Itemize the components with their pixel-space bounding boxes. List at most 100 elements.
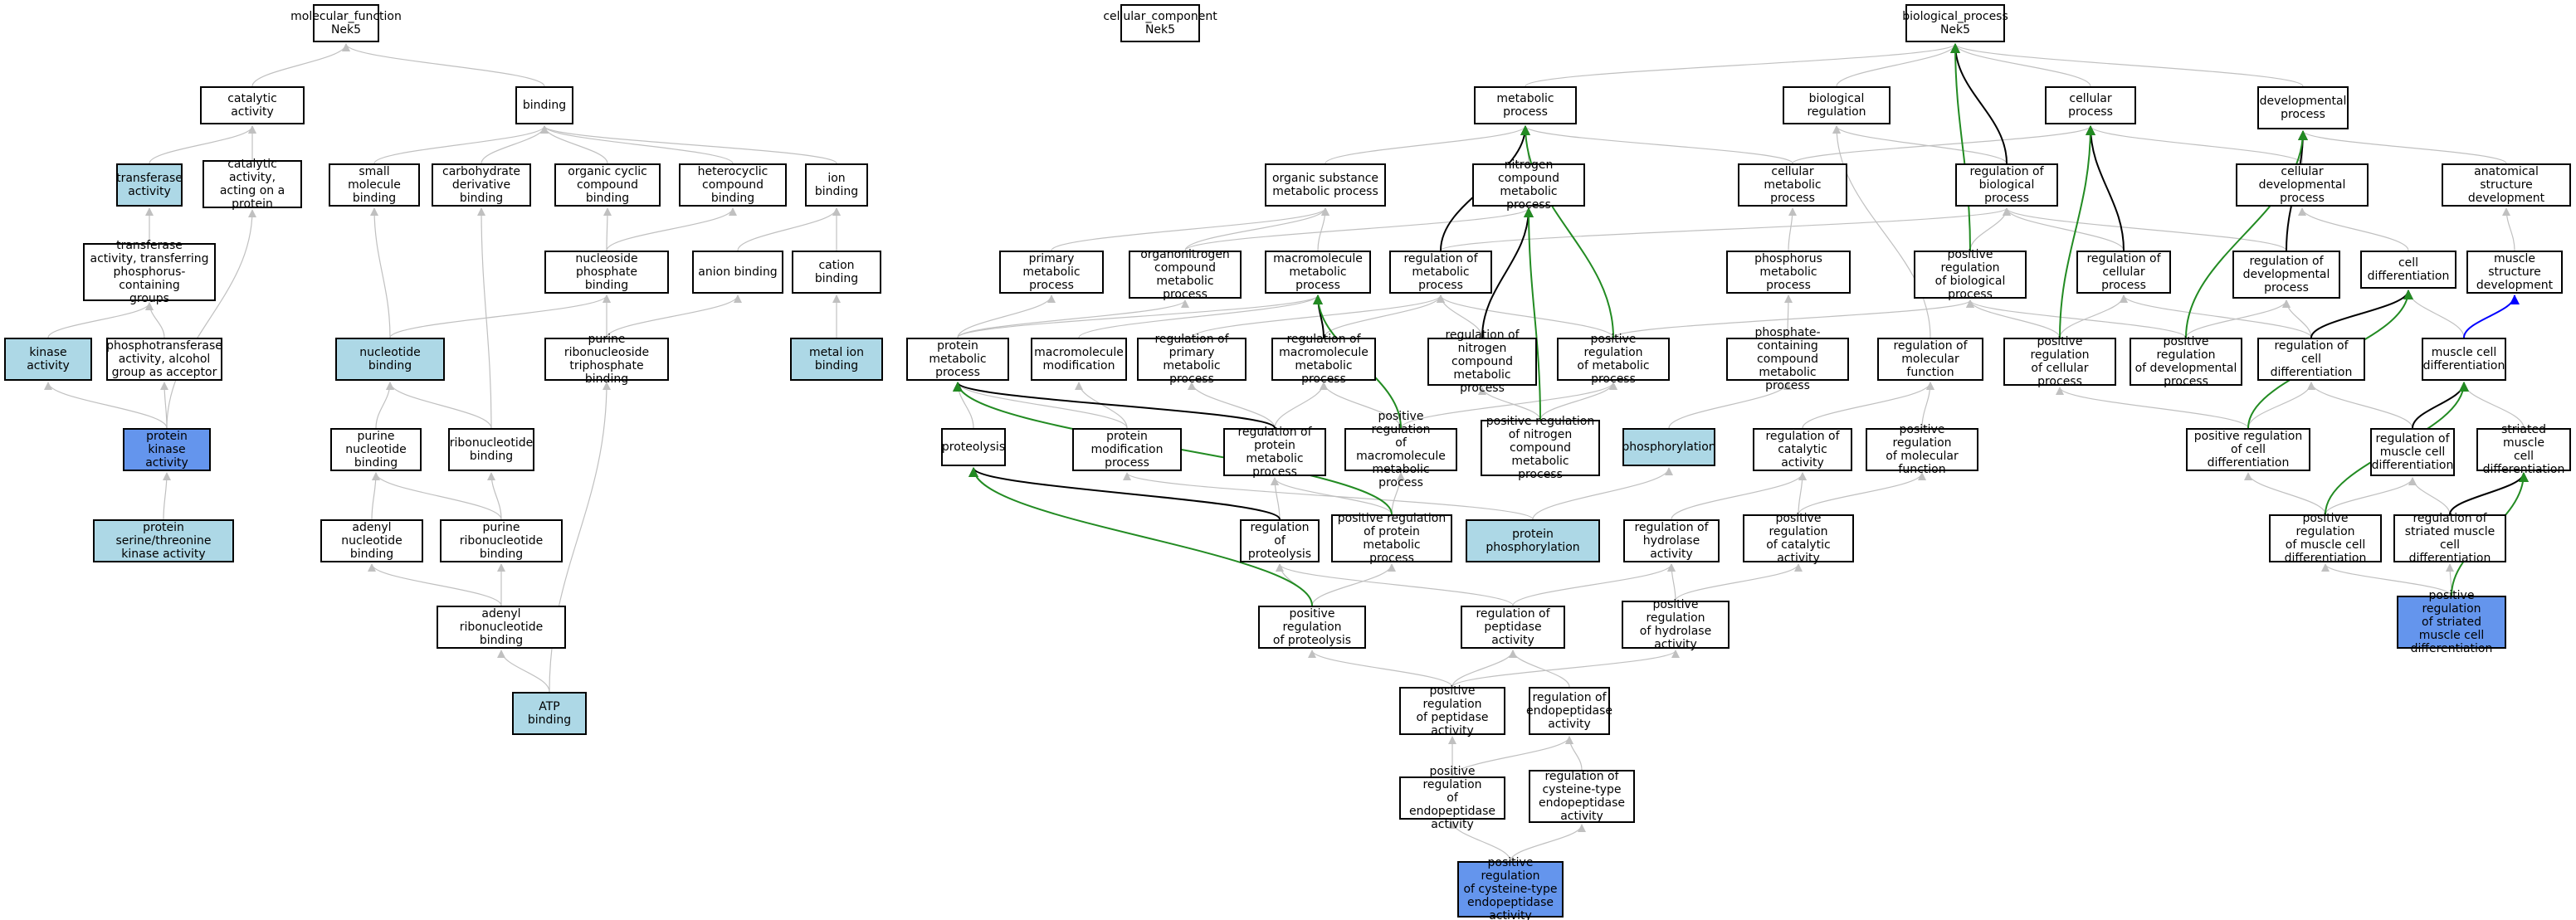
go-term-regpep[interactable]: regulation of peptidase activity [1461,606,1565,649]
go-term-posregnitro[interactable]: positive regulation of nitrogen compound… [1481,415,1600,481]
go-term-cc[interactable]: cellular_component Nek5 [1103,4,1217,42]
go-term-posregcys[interactable]: positive regulation of cysteine-type end… [1457,856,1564,920]
go-term-cellmet[interactable]: cellular metabolic process [1738,163,1847,207]
go-term-atp[interactable]: ATP binding [512,692,587,735]
edge-regprot-to-regprim [1188,382,1276,429]
edge-posregcell-to-cellproc [2059,125,2095,338]
go-term-celldev[interactable]: cellular developmental process [2236,163,2369,207]
go-term-catact2[interactable]: catalytic activity, acting on a protein [202,158,302,211]
go-term-posregmacro[interactable]: positive regulation of macromolecule met… [1344,410,1457,489]
go-term-posregbio[interactable]: positive regulation of biological proces… [1914,248,2027,301]
go-term-smallmol[interactable]: small molecule binding [329,163,420,207]
go-term-macmod[interactable]: macromolecule modification [1031,338,1127,381]
go-term-nucb[interactable]: nucleotide binding [335,338,445,381]
go-term-ionb[interactable]: ion binding [805,163,868,207]
go-term-pst[interactable]: protein serine/threonine kinase activity [93,519,234,562]
go-term-adenribo[interactable]: adenyl ribonucleotide binding [437,606,566,649]
go-term-posregcell[interactable]: positive regulation of cellular process [2003,335,2116,388]
go-term-catact[interactable]: catalytic activity [200,86,305,124]
go-term-regprot[interactable]: regulation of protein metabolic process [1223,426,1326,479]
go-term-muscdiff[interactable]: muscle cell differentiation [2422,338,2506,381]
go-term-metal[interactable]: metal ion binding [790,338,883,381]
edge-nucphos-to-hetcyc [606,207,737,251]
edge-atp-to-adenribo [497,650,550,693]
go-term-posregmet[interactable]: positive regulation of metabolic process [1557,333,1670,386]
go-term-proteo[interactable]: proteolysis [941,428,1006,466]
go-term-primmet[interactable]: primary metabolic process [999,251,1104,294]
edge-protmet-to-orgnitro [957,299,1189,338]
edge-ionb-to-binding [540,125,837,164]
go-term-regbio[interactable]: regulation of biological process [1955,163,2058,207]
go-term-posregcat[interactable]: positive regulation of catalytic activit… [1743,512,1854,565]
go-term-regcelldiff[interactable]: regulation of cell differentiation [2257,338,2365,381]
go-term-regendo[interactable]: regulation of endopeptidase activity [1526,687,1612,735]
go-term-reghydro[interactable]: regulation of hydrolase activity [1623,519,1720,562]
go-term-protmet[interactable]: protein metabolic process [906,338,1009,381]
go-term-purribonuc[interactable]: purine ribonucleotide binding [440,519,563,562]
go-term-pk[interactable]: protein kinase activity [123,428,211,471]
go-term-posregprot[interactable]: positive regulation of protein metabolic… [1331,512,1452,565]
go-term-orgsub[interactable]: organic substance metabolic process [1265,163,1386,207]
go-term-phoscont[interactable]: phosphate-containing compound metabolic … [1726,326,1849,392]
edge-purribonuc-to-ribonuc [487,472,502,520]
go-term-regnitro[interactable]: regulation of nitrogen compound metaboli… [1427,329,1537,395]
go-term-posregpep[interactable]: positive regulation of peptidase activit… [1399,684,1505,737]
go-term-metab[interactable]: metabolic process [1474,86,1577,124]
edge-strmusc-to-muscdiff [2460,382,2525,429]
go-term-posregcelldiff[interactable]: positive regulation of cell differentiat… [2186,428,2310,471]
go-term-regcys[interactable]: regulation of cysteine-type endopeptidas… [1529,770,1635,823]
go-term-binding[interactable]: binding [515,86,573,124]
go-term-protmod[interactable]: protein modification process [1072,428,1182,471]
go-term-regmolf[interactable]: regulation of molecular function [1877,338,1983,381]
go-term-regproteo[interactable]: regulation of proteolysis [1240,519,1320,562]
go-term-bp[interactable]: biological_process Nek5 [1902,4,2008,42]
go-term-anatdev[interactable]: anatomical structure development [2442,163,2571,207]
go-term-orgnitro[interactable]: organonitrogen compound metabolic proces… [1129,248,1242,301]
go-term-nitro[interactable]: nitrogen compound metabolic process [1472,158,1585,212]
go-term-carbo[interactable]: carbohydrate derivative binding [432,163,531,207]
go-term-transfP[interactable]: transferase activity, transferring phosp… [83,239,216,305]
go-term-posregendo[interactable]: positive regulation of endopeptidase act… [1399,765,1505,831]
go-term-regdev[interactable]: regulation of developmental process [2232,251,2340,299]
edge-regpep-to-reghydro [1512,563,1676,606]
go-term-mf[interactable]: molecular_function Nek5 [290,4,402,42]
go-term-macromet[interactable]: macromolecule metabolic process [1265,251,1371,294]
go-term-ribonuc[interactable]: ribonucleotide binding [448,428,534,471]
go-term-devproc[interactable]: developmental process [2257,86,2349,129]
go-term-strmusc[interactable]: striated muscle cell differentiation [2476,423,2571,476]
go-term-phosph[interactable]: phosphorylation [1622,428,1716,466]
go-term-regmusc[interactable]: regulation of muscle cell differentiatio… [2370,428,2455,476]
go-term-anion[interactable]: anion binding [692,251,783,294]
go-term-posreghydro[interactable]: positive regulation of hydrolase activit… [1622,598,1730,651]
go-term-posregproteo[interactable]: positive regulation of proteolysis [1258,606,1366,649]
go-term-cellproc[interactable]: cellular process [2045,86,2136,124]
go-term-purribo3p[interactable]: purine ribonucleoside triphosphate bindi… [544,333,669,386]
go-term-regmacro[interactable]: regulation of macromolecule metabolic pr… [1271,333,1376,386]
go-term-phosmet[interactable]: phosphorus metabolic process [1726,251,1851,294]
go-term-musstr[interactable]: muscle structure development [2466,251,2563,294]
go-term-phostr[interactable]: phosphotransferase activity, alcohol gro… [106,338,222,381]
go-term-regcat[interactable]: regulation of catalytic activity [1753,428,1852,471]
edge-macromet-to-orgsub [1317,207,1329,251]
go-term-orgcyc[interactable]: organic cyclic compound binding [554,163,661,207]
go-term-regmet[interactable]: regulation of metabolic process [1389,251,1492,294]
go-term-protphos[interactable]: protein phosphorylation [1466,519,1600,562]
go-term-nucphos[interactable]: nucleoside phosphate binding [544,251,669,294]
go-term-cation[interactable]: cation binding [792,251,881,294]
go-term-transf[interactable]: transferase activity [116,163,183,207]
go-term-posregdev[interactable]: positive regulation of developmental pro… [2130,335,2242,388]
edge-nucb-to-nucphos [389,294,611,338]
go-term-purnuc[interactable]: purine nucleotide binding [330,428,422,471]
go-term-regcell[interactable]: regulation of cellular process [2076,251,2171,294]
go-term-posregstr[interactable]: positive regulation of striated muscle c… [2397,589,2506,655]
go-term-adenuc[interactable]: adenyl nucleotide binding [320,519,423,562]
go-term-regprim[interactable]: regulation of primary metabolic process [1137,333,1247,386]
go-term-posregmusc[interactable]: positive regulation of muscle cell diffe… [2269,512,2382,565]
go-term-hetcyc[interactable]: heterocyclic compound binding [679,163,787,207]
go-term-regstr[interactable]: regulation of striated muscle cell diffe… [2393,512,2506,565]
go-term-bioreg[interactable]: biological regulation [1783,86,1891,124]
edge-phosph-to-phoscont [1668,382,1792,429]
go-term-kinase[interactable]: kinase activity [4,338,92,381]
go-term-posregmolf[interactable]: positive regulation of molecular functio… [1866,423,1978,476]
go-term-celldiff[interactable]: cell differentiation [2360,251,2456,289]
